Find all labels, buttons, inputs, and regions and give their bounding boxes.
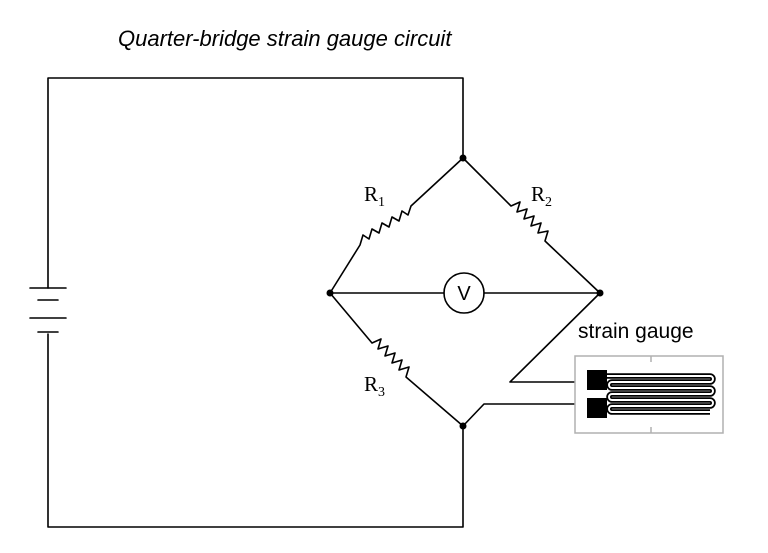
resistor-r3 — [329, 292, 464, 427]
r3-label: R3 — [364, 372, 385, 400]
r3-letter: R — [364, 372, 378, 396]
resistor-r1 — [329, 157, 464, 294]
voltmeter: V — [329, 272, 601, 314]
r3-subscript: 3 — [378, 385, 385, 400]
strain-gauge — [574, 355, 724, 434]
outer-loop-wire — [47, 77, 464, 528]
junction-top — [459, 154, 467, 162]
junction-left — [326, 289, 334, 297]
diagram-title: Quarter-bridge strain gauge circuit — [118, 26, 452, 51]
r1-subscript: 1 — [378, 195, 385, 210]
r1-letter: R — [364, 182, 378, 206]
resistor-r2 — [462, 157, 601, 294]
r2-subscript: 2 — [545, 195, 552, 210]
junction-right — [596, 289, 604, 297]
battery — [29, 287, 67, 333]
r2-letter: R — [531, 182, 545, 206]
junction-bottom — [459, 422, 467, 430]
strain-gauge-leads — [462, 292, 601, 427]
r2-label: R2 — [531, 182, 552, 210]
strain-gauge-label: strain gauge — [578, 320, 694, 343]
voltmeter-label: V — [457, 283, 471, 305]
r1-label: R1 — [364, 182, 385, 210]
